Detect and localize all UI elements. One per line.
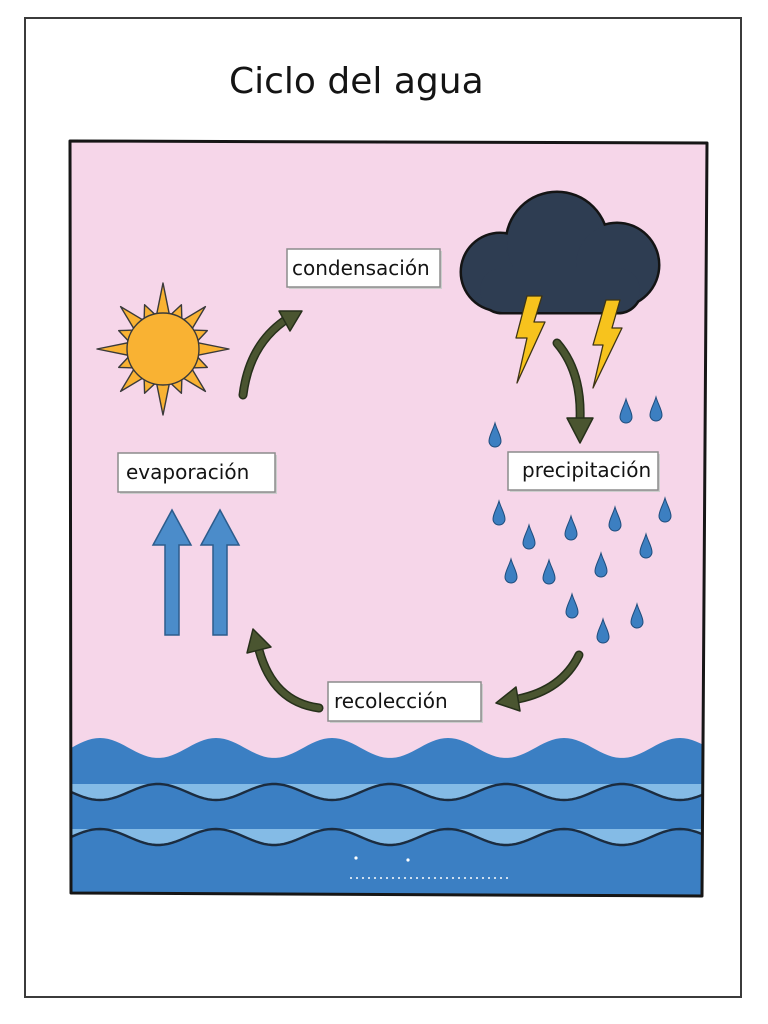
water-sparkle bbox=[406, 858, 409, 861]
label-precipitation: precipitación bbox=[508, 452, 660, 492]
water-body bbox=[68, 738, 712, 900]
label-text: evaporación bbox=[126, 460, 249, 484]
water-sparkle bbox=[354, 856, 357, 859]
label-evaporation: evaporación bbox=[118, 453, 277, 494]
sun-disc bbox=[127, 313, 199, 385]
waves-icon bbox=[68, 738, 712, 900]
label-text: precipitación bbox=[522, 458, 651, 482]
page-title: Ciclo del agua bbox=[229, 61, 484, 102]
label-collection: recolección bbox=[328, 682, 483, 723]
wave-highlight bbox=[68, 829, 712, 845]
label-condensation: condensación bbox=[287, 249, 442, 289]
label-text: recolección bbox=[334, 689, 448, 713]
label-text: condensación bbox=[292, 256, 430, 280]
